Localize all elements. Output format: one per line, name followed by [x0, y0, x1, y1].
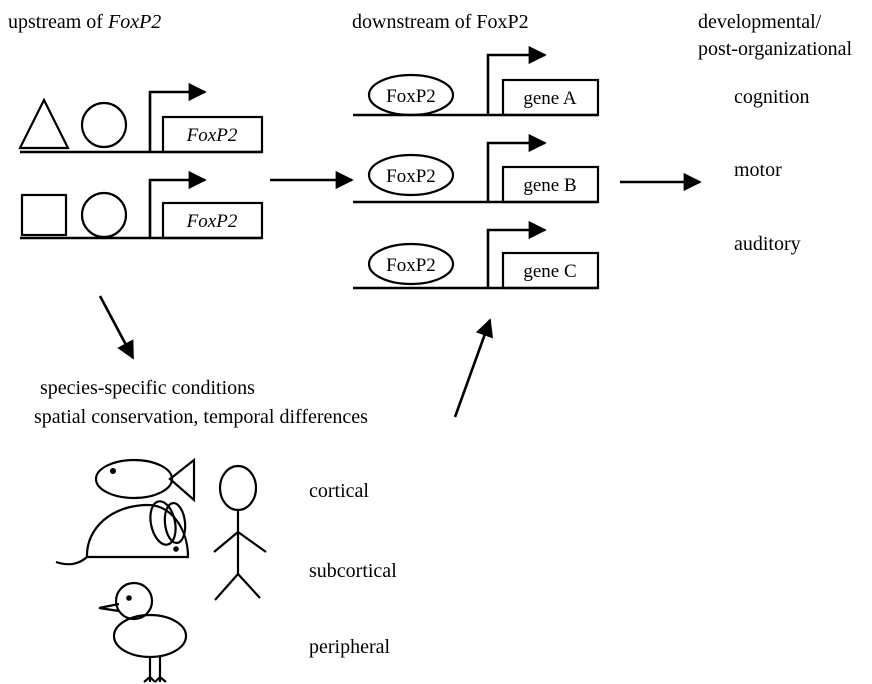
square-icon [20, 193, 68, 237]
upstream-construct-2: FoxP2 [20, 170, 264, 240]
downstream-header: downstream of FoxP2 [352, 11, 529, 33]
region-subcortical: subcortical [309, 560, 397, 582]
downstream-target-b: FoxP2 gene B [353, 133, 600, 204]
promoter-arrow [486, 45, 547, 115]
upstream-construct-1: FoxP2 [18, 82, 264, 154]
gene-label: FoxP2 [186, 125, 238, 146]
upstream-header: upstream of FoxP2 [8, 11, 161, 33]
outcome-auditory: auditory [734, 233, 801, 255]
conditions-line2: spatial conservation, temporal differenc… [34, 406, 368, 428]
gene-box [161, 201, 264, 240]
gene-label: gene A [523, 88, 577, 109]
factor-ellipse [367, 153, 455, 197]
mouse-icon [55, 500, 190, 566]
gene-box [161, 115, 264, 154]
upstream-to-conditions-arrow [98, 295, 135, 360]
gene-box [501, 78, 600, 117]
gene-label: gene C [523, 261, 576, 282]
gene-box [501, 165, 600, 204]
downstream-target-c: FoxP2 gene C [353, 220, 600, 290]
factor-ellipse [367, 242, 455, 286]
promoter-arrow [486, 133, 547, 202]
developmental-header-line1: developmental/ [698, 11, 822, 33]
circle-icon [80, 101, 128, 149]
bird-icon [98, 581, 188, 683]
outcome-motor: motor [734, 159, 782, 181]
promoter-arrow [486, 220, 547, 288]
promoter-arrow [148, 170, 207, 238]
downstream-target-a: FoxP2 gene A [353, 45, 600, 117]
developmental-header-line2: post-organizational [698, 38, 852, 60]
promoter-arrow [148, 82, 207, 152]
gene-label: FoxP2 [186, 211, 238, 232]
gene-box [501, 251, 600, 290]
factor-label: FoxP2 [386, 255, 436, 276]
region-cortical: cortical [309, 480, 369, 502]
conditions-to-downstream-arrow [453, 318, 494, 418]
human-icon [213, 464, 267, 601]
factor-label: FoxP2 [386, 86, 436, 107]
fish-icon [94, 457, 196, 503]
region-peripheral: peripheral [309, 636, 391, 658]
factor-label: FoxP2 [386, 166, 436, 187]
outcome-cognition: cognition [734, 86, 810, 108]
conditions-line1: species-specific conditions [40, 377, 255, 399]
triangle-icon [18, 97, 70, 150]
circle-icon [80, 191, 128, 239]
gene-label: gene B [523, 175, 576, 196]
